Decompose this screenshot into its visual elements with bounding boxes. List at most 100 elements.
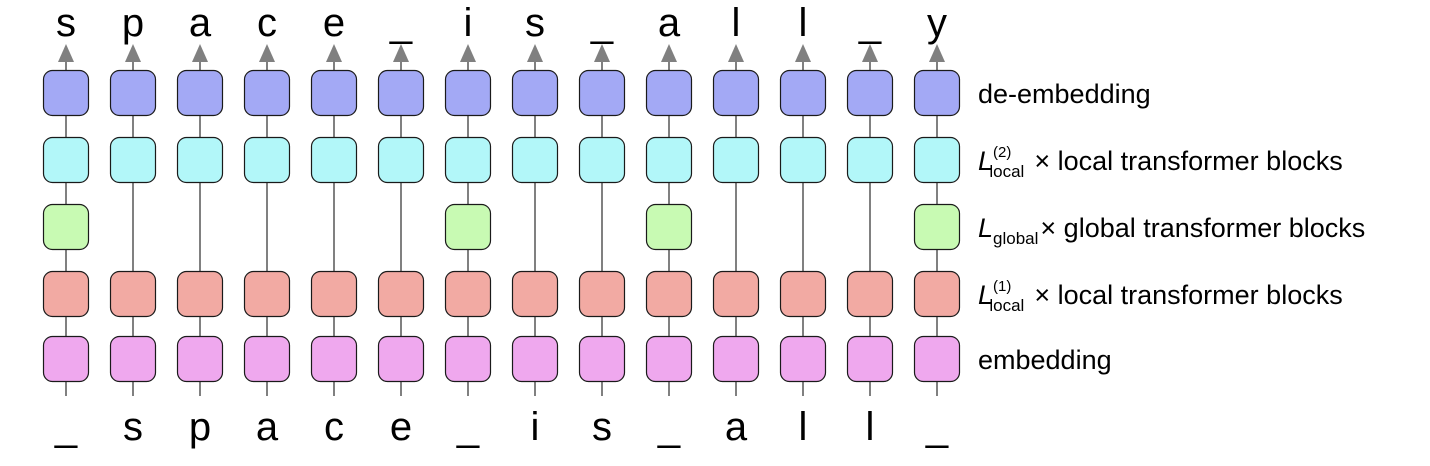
input-token-12: l [866,405,875,449]
label-local-upper-sup: (2) [993,144,1011,161]
input-token-7: i [531,405,540,449]
de-embedding-block-10 [712,69,760,117]
embedding-block-4 [310,335,358,383]
local-upper-block-12 [846,136,894,184]
local-upper-block-4 [310,136,358,184]
output-token-10: l [732,1,741,45]
local-upper-block-6 [444,136,492,184]
input-token-0: _ [54,405,78,449]
global-block-9 [645,203,693,251]
label-local-upper-symbol: L [978,146,993,176]
input-token-4: c [324,405,344,449]
embedding-block-10 [712,335,760,383]
local-lower-block-9 [645,270,693,318]
de-embedding-block-2 [176,69,224,117]
global-block-6 [444,203,492,251]
label-local-upper: L(2)local× local transformer blocks [978,144,1343,181]
local-lower-block-2 [176,270,224,318]
local-upper-block-2 [176,136,224,184]
local-upper-block-9 [645,136,693,184]
local-upper-block-13 [913,136,961,184]
local-upper-block-1 [109,136,157,184]
local-lower-block-11 [779,270,827,318]
row-labels: de-embedding L(2)local× local transforme… [978,79,1365,375]
input-token-10: a [725,405,748,449]
input-token-9: _ [657,405,681,449]
local-lower-block-1 [109,270,157,318]
de-embedding-block-7 [511,69,559,117]
output-token-7: s [525,1,545,45]
label-local-lower-text: × local transformer blocks [1034,280,1342,310]
embedding-block-5 [377,335,425,383]
output-token-13: y [927,1,947,45]
de-embedding-block-0 [42,69,90,117]
input-token-6: _ [456,405,480,449]
output-token-6: i [464,1,473,45]
output-token-1: p [122,1,144,45]
output-token-4: e [323,1,345,45]
label-global-symbol: L [978,213,993,243]
local-upper-block-8 [578,136,626,184]
output-token-11: l [799,1,808,45]
de-embedding-block-3 [243,69,291,117]
output-token-3: c [257,1,277,45]
local-lower-block-4 [310,270,358,318]
label-local-lower-sub: local [989,296,1024,315]
de-embedding-block-6 [444,69,492,117]
local-upper-block-5 [377,136,425,184]
embedding-block-2 [176,335,224,383]
input-token-5: e [390,405,412,449]
label-local-lower-symbol: L [978,280,993,310]
output-token-0: s [56,1,76,45]
local-upper-block-10 [712,136,760,184]
label-local-lower-sup: (1) [993,278,1011,295]
embedding-block-7 [511,335,559,383]
global-block-0 [42,203,90,251]
local-upper-block-7 [511,136,559,184]
label-de-embedding: de-embedding [978,79,1151,109]
input-token-2: p [189,405,211,449]
embedding-block-6 [444,335,492,383]
local-lower-block-0 [42,270,90,318]
label-global: Lglobal× global transformer blocks [978,213,1365,248]
de-embedding-block-8 [578,69,626,117]
output-token-5: _ [389,1,413,45]
de-embedding-block-5 [377,69,425,117]
local-lower-block-6 [444,270,492,318]
embedding-block-12 [846,335,894,383]
local-lower-block-13 [913,270,961,318]
de-embedding-block-4 [310,69,358,117]
embedding-block-11 [779,335,827,383]
label-global-sub: global [993,229,1038,248]
input-token-1: s [123,405,143,449]
label-global-text: × global transformer blocks [1040,213,1365,243]
embedding-block-1 [109,335,157,383]
output-token-8: _ [590,1,614,45]
embedding-block-0 [42,335,90,383]
local-lower-block-7 [511,270,559,318]
input-token-13: _ [925,405,949,449]
embedding-block-3 [243,335,291,383]
local-upper-block-0 [42,136,90,184]
local-lower-block-3 [243,270,291,318]
block-grid [42,69,961,383]
de-embedding-block-9 [645,69,693,117]
output-token-9: a [658,1,681,45]
embedding-block-9 [645,335,693,383]
de-embedding-block-11 [779,69,827,117]
global-block-13 [913,203,961,251]
input-token-8: s [592,405,612,449]
local-lower-block-10 [712,270,760,318]
embedding-block-13 [913,335,961,383]
local-lower-block-12 [846,270,894,318]
de-embedding-block-12 [846,69,894,117]
local-lower-block-8 [578,270,626,318]
local-upper-block-3 [243,136,291,184]
local-upper-block-11 [779,136,827,184]
de-embedding-block-13 [913,69,961,117]
local-lower-block-5 [377,270,425,318]
input-token-11: l [799,405,808,449]
